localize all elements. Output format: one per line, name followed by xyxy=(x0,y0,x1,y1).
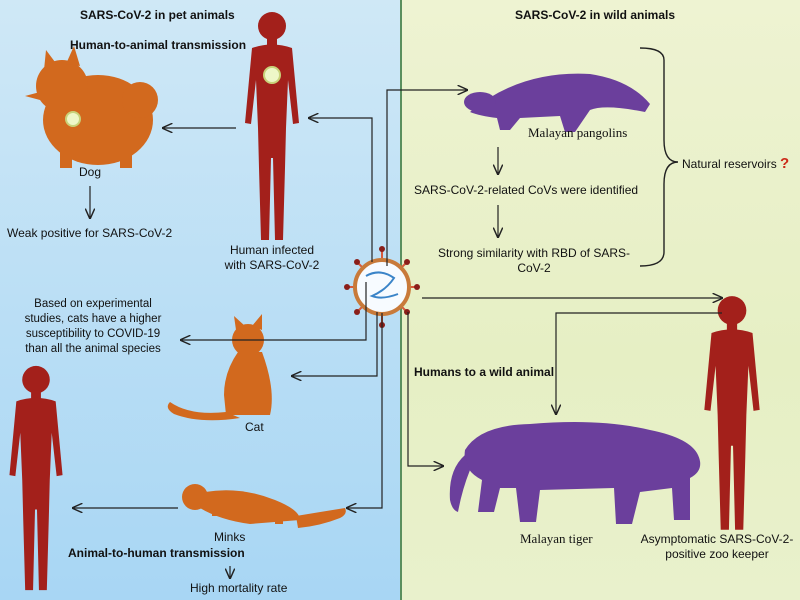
minks-result-text: High mortality rate xyxy=(190,581,288,595)
mink-figure xyxy=(182,484,346,528)
pet-animals-title: SARS-CoV-2 in pet animals xyxy=(80,8,235,22)
arrows xyxy=(73,47,722,578)
pangolin-label: Malayan pangolins xyxy=(528,125,628,140)
virus-icon xyxy=(344,246,420,328)
dog-result-text: Weak positive for SARS-CoV-2 xyxy=(7,226,173,240)
zoo-keeper-line-1: Asymptomatic SARS-CoV-2- xyxy=(640,532,794,546)
virus-marker-icon xyxy=(263,66,281,84)
infected-human-label: Human infected with SARS-CoV-2 xyxy=(222,243,322,273)
tiger-figure xyxy=(449,422,701,524)
pangolin-finding-2-line-1: Strong similarity with RBD of SARS- xyxy=(437,246,631,260)
infected-human-figure xyxy=(245,12,299,240)
dog-virus-icon xyxy=(65,111,81,127)
zoo-keeper-figure xyxy=(704,296,760,530)
dog-figure xyxy=(25,46,158,168)
cat-note-line: than all the animal species xyxy=(25,343,161,355)
cat-label: Cat xyxy=(245,420,264,434)
minks-label: Minks xyxy=(214,530,246,544)
zoo-keeper-line-2: positive zoo keeper xyxy=(665,547,769,561)
cat-note-line: susceptibility to COVID-19 xyxy=(25,328,161,340)
tiger-label: Malayan tiger xyxy=(520,531,593,546)
humans-to-wild-label: Humans to a wild animal xyxy=(414,365,555,379)
question-mark-icon: ? xyxy=(780,155,790,172)
wild-animals-title: SARS-CoV-2 in wild animals xyxy=(515,8,676,22)
infected-human-line-2: with SARS-CoV-2 xyxy=(224,258,320,272)
infected-human-line-1: Human infected xyxy=(229,243,315,257)
cat-note-line: Based on experimental xyxy=(34,298,152,310)
zoo-keeper-label: Asymptomatic SARS-CoV-2- positive zoo ke… xyxy=(634,532,800,562)
mink-exposed-human-figure xyxy=(9,365,63,591)
pangolin-figure xyxy=(464,73,650,132)
cat-susceptibility-note: Based on experimental studies, cats have… xyxy=(0,297,186,357)
animal-to-human-label: Animal-to-human transmission xyxy=(68,546,245,560)
human-to-animal-label: Human-to-animal transmission xyxy=(70,38,247,52)
cat-note-line: studies, cats have a higher xyxy=(24,313,162,325)
pangolin-finding-2-line-2: CoV-2 xyxy=(517,261,551,275)
pangolin-finding-2: Strong similarity with RBD of SARS- CoV-… xyxy=(434,246,634,276)
pangolin-finding-1: SARS-CoV-2-related CoVs were identified xyxy=(413,183,639,197)
natural-reservoirs-label: Natural reservoirs ? xyxy=(682,156,789,172)
dog-label: Dog xyxy=(79,165,102,179)
natural-reservoirs-text: Natural reservoirs xyxy=(682,157,777,171)
